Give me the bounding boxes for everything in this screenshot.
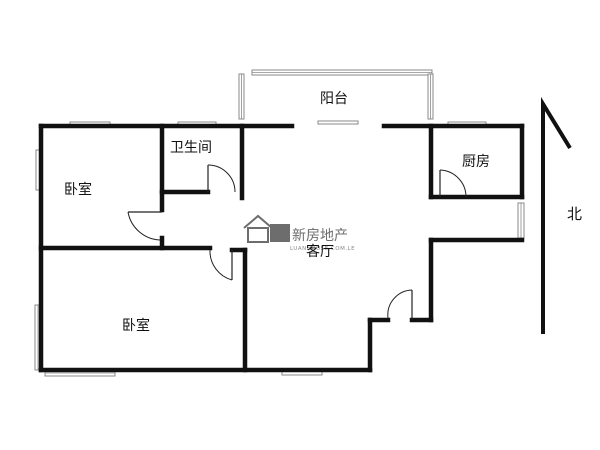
windows	[34, 69, 525, 377]
room-label-living: 客厅	[306, 243, 334, 260]
walls	[38, 123, 525, 373]
room-label-bathroom: 卫生间	[170, 140, 212, 156]
room-label-bedroom-bottom: 卧室	[122, 317, 150, 334]
watermark-text: 新房地产	[292, 228, 348, 244]
balcony-sliding-door	[317, 120, 359, 125]
doors	[127, 164, 467, 320]
north-label: 北	[567, 205, 582, 223]
room-label-balcony: 阳台	[320, 91, 348, 107]
north-arrow-icon	[541, 96, 572, 334]
house-logo-icon	[243, 214, 290, 243]
room-label-kitchen: 厨房	[462, 154, 490, 170]
watermark-url: LUANHOUSE.COM.LE	[290, 246, 355, 252]
room-label-bedroom-top: 卧室	[64, 181, 92, 198]
watermark: 新房地产 LUANHOUSE.COM.LE	[243, 214, 355, 252]
